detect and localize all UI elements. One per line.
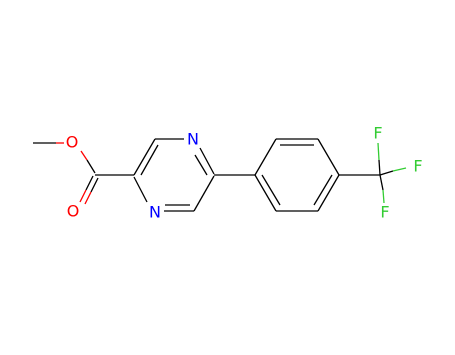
c-f-top-bond-green — [377, 142, 380, 161]
benzene-bond-4 — [317, 174, 340, 212]
pyrazine-bond-3-inner — [194, 154, 208, 176]
carbonyl-double-bond-a — [85, 175, 94, 191]
pyrazine-bond-4 — [193, 175, 215, 212]
c-f-right-bond-green — [392, 167, 407, 172]
carbonyl-double-bond-a-red — [79, 189, 87, 203]
carbonyl-oxygen-label: O — [67, 202, 80, 221]
fluorine-bottom-label: F — [380, 203, 389, 222]
c-f-right-bond — [379, 170, 394, 176]
benzene-bond-1 — [254, 138, 277, 176]
c-f-bottom-bond-green — [382, 189, 385, 204]
benzene-bond-6-inner — [261, 174, 281, 206]
fluorine-right-label: F — [413, 157, 422, 176]
pyrazine-bond-3 — [199, 147, 215, 175]
benzene-ring — [254, 138, 340, 212]
ether-oxygen-label: O — [66, 133, 79, 152]
pyrazine-ring: N N — [133, 130, 215, 222]
benzene-bond-6 — [254, 174, 277, 212]
trifluoromethyl-group: F F F — [339, 124, 423, 222]
pyrazine-bond-1 — [133, 138, 156, 176]
methyl-ester-group: O O — [33, 133, 134, 221]
pyrazine-bond-6 — [133, 176, 148, 203]
pyrazine-nitrogen-top-label: N — [187, 130, 199, 149]
fluorine-top-label: F — [373, 124, 382, 143]
pyrazine-nitrogen-bottom-label: N — [149, 203, 161, 222]
o-carbonyl-carbon-bond — [86, 159, 96, 174]
pyrazine-bond-1-inner — [140, 144, 159, 176]
c-f-bottom-bond — [379, 174, 384, 191]
o-carbonyl-carbon-bond-red — [80, 150, 88, 161]
c-f-top-bond — [378, 159, 381, 176]
carbonyl-double-bond-b — [90, 177, 99, 193]
benzene-bond-4-inner — [313, 174, 333, 206]
carbonyl-double-bond-b-red — [84, 191, 92, 205]
benzene-bond-3 — [317, 138, 340, 176]
